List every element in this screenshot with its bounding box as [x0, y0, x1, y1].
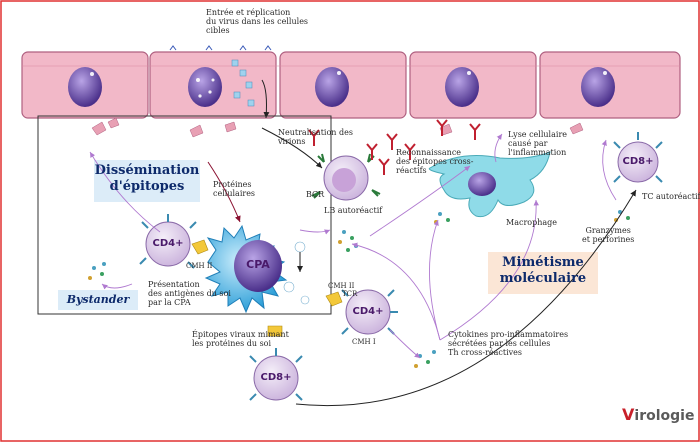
- label-entree: Entrée et réplication du virus dans les …: [206, 8, 309, 35]
- virologie-logo: Virologie: [622, 405, 694, 424]
- cd8-bottom-cell: [249, 325, 303, 401]
- antibodies: [308, 119, 481, 175]
- cd4-right-label: CD4+: [352, 306, 384, 317]
- nucleus-4: [445, 67, 479, 107]
- label-lyse: Lyse cellulaire causé par l'inflammation: [508, 130, 568, 157]
- mimetisme-box: Mimétisme moléculaire: [499, 255, 587, 286]
- cd4-right-cell: [325, 289, 398, 335]
- label-granzymes: Granzymes et perforines: [582, 226, 635, 244]
- cytokine-dots: [88, 210, 630, 368]
- label-tc-autoreactif: TC autoréactif: [642, 192, 700, 201]
- epithelial-layer: [21, 45, 681, 119]
- logo-rest: irologie: [634, 408, 695, 424]
- cd8-right-cell: [613, 132, 663, 183]
- dissemination-box-bg: [94, 160, 200, 202]
- label-reconnaissance: Reconnaissance des épitopes cross- réact…: [396, 148, 474, 175]
- nucleus-5: [581, 67, 615, 107]
- label-lb-autoreactif: LB autoréactif: [324, 206, 383, 215]
- cd8-right-label: CD8+: [622, 156, 654, 167]
- label-epitopes: Épitopes viraux mimant les protéines du …: [192, 330, 289, 348]
- damaged-fragments: [91, 117, 584, 138]
- cpa-nucleus: [234, 240, 282, 292]
- label-macrophage: Macrophage: [506, 218, 557, 227]
- label-tcr: TCR: [342, 290, 358, 298]
- logo-initial: V: [622, 405, 635, 424]
- label-proteines: Protéines cellulaires: [213, 180, 256, 198]
- mimetisme-box-bg: [488, 252, 598, 294]
- cpa-cell: [204, 224, 310, 314]
- label-cmh2-left: CMH II: [186, 262, 213, 270]
- cd4-left-cell: [139, 214, 209, 269]
- bystander-frame: [37, 115, 332, 315]
- label-neutralisation: Neutralisation des virions: [278, 128, 353, 146]
- label-cmh1: CMH I: [352, 338, 376, 346]
- macrophage-nucleus: [468, 172, 496, 196]
- label-presentation: Présentation des antigènes du soi par la…: [148, 280, 231, 307]
- cd8-bottom-label: CD8+: [260, 372, 292, 383]
- nucleus-1: [68, 67, 102, 107]
- label-bcr: BCR: [306, 190, 325, 199]
- dissemination-box: Dissémination d'épitopes: [94, 163, 200, 194]
- bystander-box-bg: [58, 290, 138, 310]
- lb-autoreactive-cell: [311, 153, 381, 201]
- label-cmh2-right: CMH II: [328, 282, 355, 290]
- cd4-left-label: CD4+: [152, 238, 184, 249]
- nucleus-3: [315, 67, 349, 107]
- label-cytokines: Cytokines pro-inflammatoires sécrétées p…: [448, 330, 569, 357]
- bystander-box: Bystander: [66, 293, 130, 306]
- nucleus-2: [188, 67, 222, 107]
- cpa-label: CPA: [246, 258, 270, 271]
